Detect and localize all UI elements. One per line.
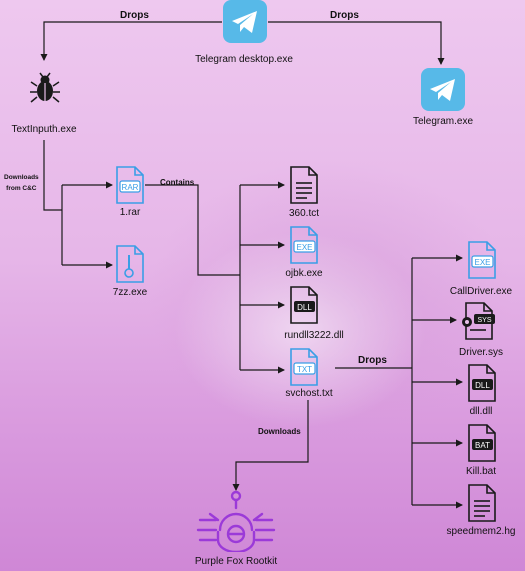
- rootkit-chip-icon: [196, 490, 276, 554]
- exe-badge-text: EXE: [296, 243, 312, 252]
- edge-label-downloads-cc: Downloads from C&C: [4, 172, 39, 194]
- exe-file-icon: EXE: [290, 226, 318, 264]
- bat-file-icon: BAT: [468, 424, 496, 462]
- text-file-icon: [468, 484, 496, 522]
- node-speedmem: [466, 484, 498, 527]
- rar-file-icon: RAR: [116, 166, 144, 204]
- sys-file-icon: SYS: [462, 302, 495, 340]
- edge-label-drops-svchost: Drops: [358, 355, 387, 366]
- exe-file-icon: EXE: [468, 241, 496, 279]
- node-dll-dll: DLL: [466, 364, 498, 407]
- archive-file-icon: [116, 245, 144, 283]
- node-svchost: TXT: [288, 348, 320, 391]
- label-telegram-desktop: Telegram desktop.exe: [195, 54, 293, 65]
- edge-contains: [145, 184, 240, 276]
- label-calldriver: CallDriver.exe: [449, 286, 513, 297]
- exe-badge-text: EXE: [474, 258, 490, 267]
- node-driver-sys: SYS: [460, 302, 498, 345]
- edge-label-downloads-cc-line1: Downloads: [4, 174, 39, 181]
- label-kill-bat: Kill.bat: [465, 466, 497, 477]
- sys-badge-text: SYS: [477, 317, 491, 324]
- text-file-icon: [290, 166, 318, 204]
- node-rar: RAR: [114, 166, 146, 209]
- label-dll-dll: dll.dll: [469, 406, 493, 417]
- telegram-icon: [223, 0, 267, 43]
- label-svchost: svchost.txt: [285, 388, 333, 399]
- node-kill-bat: BAT: [466, 424, 498, 467]
- bug-icon: [30, 72, 60, 103]
- label-rar: 1.rar: [119, 207, 141, 218]
- edge-drops-left: [40, 21, 222, 61]
- edge-drops-right: [268, 21, 445, 65]
- dll-badge-text: DLL: [297, 303, 312, 312]
- edge-downloads-cc: [43, 140, 62, 211]
- label-360tct: 360.tct: [288, 208, 320, 219]
- edge-downloads-rootkit: [232, 400, 309, 491]
- node-7zz: [114, 245, 146, 288]
- node-360tct: [288, 166, 320, 209]
- edge-label-downloads-rootkit: Downloads: [258, 427, 301, 436]
- edge-label-contains: Contains: [160, 178, 195, 187]
- txt-badge-text: TXT: [297, 365, 312, 374]
- dll-file-icon: DLL: [290, 286, 318, 324]
- rar-badge-text: RAR: [122, 183, 139, 192]
- node-telegram-exe: [420, 68, 466, 117]
- label-rootkit: Purple Fox Rootkit: [194, 556, 278, 567]
- txt-file-icon: TXT: [290, 348, 318, 386]
- label-7zz: 7zz.exe: [112, 287, 148, 298]
- label-textinputh: TextInputh.exe: [11, 124, 77, 135]
- node-ojbk: EXE: [288, 226, 320, 269]
- label-telegram-exe: Telegram.exe: [412, 116, 474, 127]
- node-textinputh: [28, 72, 62, 111]
- node-rundll: DLL: [288, 286, 320, 329]
- label-driver-sys: Driver.sys: [459, 347, 503, 358]
- dll-file-icon: DLL: [468, 364, 496, 402]
- dll-badge-text: DLL: [475, 381, 490, 390]
- node-telegram-desktop: [222, 0, 268, 49]
- label-ojbk: ojbk.exe: [285, 268, 323, 279]
- edge-label-drops-right: Drops: [330, 10, 359, 21]
- node-calldriver: EXE: [466, 241, 498, 284]
- telegram-icon: [421, 68, 465, 111]
- edge-label-drops-left: Drops: [120, 10, 149, 21]
- label-rundll: rundll3222.dll: [284, 330, 344, 341]
- bat-badge-text: BAT: [475, 441, 490, 450]
- edge-label-downloads-cc-line2: from C&C: [6, 185, 37, 192]
- node-rootkit: [196, 490, 276, 557]
- label-speedmem: speedmem2.hg: [446, 526, 516, 537]
